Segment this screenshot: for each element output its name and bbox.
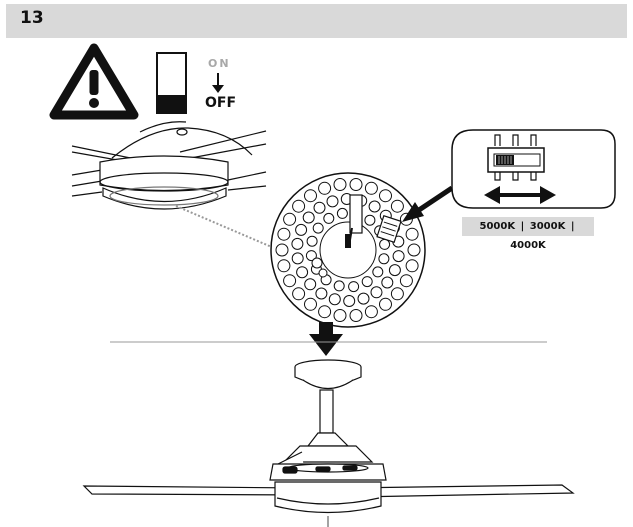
- led-dot: [312, 222, 324, 234]
- color-temperature-options: 5000K | 3000K | 4000K: [462, 217, 594, 251]
- led-dot: [295, 223, 308, 236]
- warning-triangle-icon: [49, 43, 139, 120]
- arrow-down-icon: [212, 73, 224, 93]
- power-switch-icon: [156, 52, 187, 114]
- led-dot: [277, 259, 291, 273]
- switch-off-label: OFF: [205, 95, 237, 111]
- led-dot: [275, 243, 289, 257]
- led-dot: [372, 266, 384, 278]
- led-dot: [318, 181, 332, 195]
- fan-housing-drawing: [71, 121, 267, 210]
- ceiling-fan-drawing: [82, 359, 575, 527]
- led-dot: [283, 212, 297, 226]
- led-dot: [333, 309, 347, 322]
- step-number: 13: [20, 8, 44, 28]
- led-dot: [304, 278, 317, 291]
- led-dot: [292, 287, 306, 301]
- led-dot: [405, 227, 419, 241]
- led-dot: [370, 286, 383, 299]
- led-dot: [349, 309, 363, 322]
- led-dot: [368, 200, 381, 213]
- led-dot: [336, 207, 348, 219]
- led-dot: [323, 212, 335, 224]
- led-dot: [328, 293, 341, 306]
- led-dot: [399, 274, 413, 288]
- led-dot: [291, 252, 304, 265]
- led-dot: [296, 266, 309, 279]
- led-dot: [304, 297, 317, 311]
- led-dot: [305, 250, 317, 262]
- temp-option-4000k: 4000K: [510, 240, 546, 251]
- double-arrow-icon: [484, 186, 556, 204]
- temp-option-5000k: 5000K: [479, 221, 516, 232]
- led-dot: [306, 235, 318, 247]
- led-dot: [302, 211, 315, 224]
- led-module-drawing: [270, 172, 426, 328]
- led-dot: [388, 264, 401, 277]
- led-dot: [392, 250, 405, 263]
- led-dot: [318, 305, 332, 319]
- led-dot: [333, 178, 347, 191]
- temp-option-3000k: 3000K: [529, 221, 566, 232]
- led-dot: [349, 178, 363, 191]
- led-dot: [407, 243, 421, 257]
- led-dot: [390, 287, 404, 301]
- led-dot: [364, 181, 378, 195]
- led-dot: [348, 281, 360, 293]
- led-dot: [364, 305, 378, 319]
- led-dot: [333, 280, 345, 292]
- led-dot: [379, 297, 392, 311]
- pointer-arrow-icon: [402, 185, 454, 222]
- led-dot: [291, 237, 304, 250]
- led-dot: [277, 227, 291, 241]
- led-dot: [381, 276, 394, 289]
- led-dot: [361, 276, 373, 288]
- temp-separator: |: [520, 221, 525, 232]
- led-dot: [292, 199, 306, 213]
- cct-switch-detail: [451, 129, 616, 209]
- led-dot: [326, 195, 339, 208]
- led-dot: [283, 274, 297, 288]
- switch-on-label: ON: [208, 57, 231, 70]
- step-header: [6, 4, 627, 38]
- led-dot: [315, 287, 328, 300]
- led-dot: [364, 214, 376, 226]
- led-dot: [304, 189, 317, 203]
- led-dot: [357, 292, 370, 305]
- led-dot: [378, 253, 390, 265]
- led-dot: [343, 295, 356, 307]
- led-dot: [379, 189, 392, 203]
- led-dot: [313, 201, 326, 214]
- led-dot: [405, 259, 419, 273]
- big-arrow-down-icon: [309, 322, 343, 356]
- detail-leader-line: [175, 205, 282, 252]
- temp-separator: |: [570, 221, 575, 232]
- led-dot: [390, 199, 404, 213]
